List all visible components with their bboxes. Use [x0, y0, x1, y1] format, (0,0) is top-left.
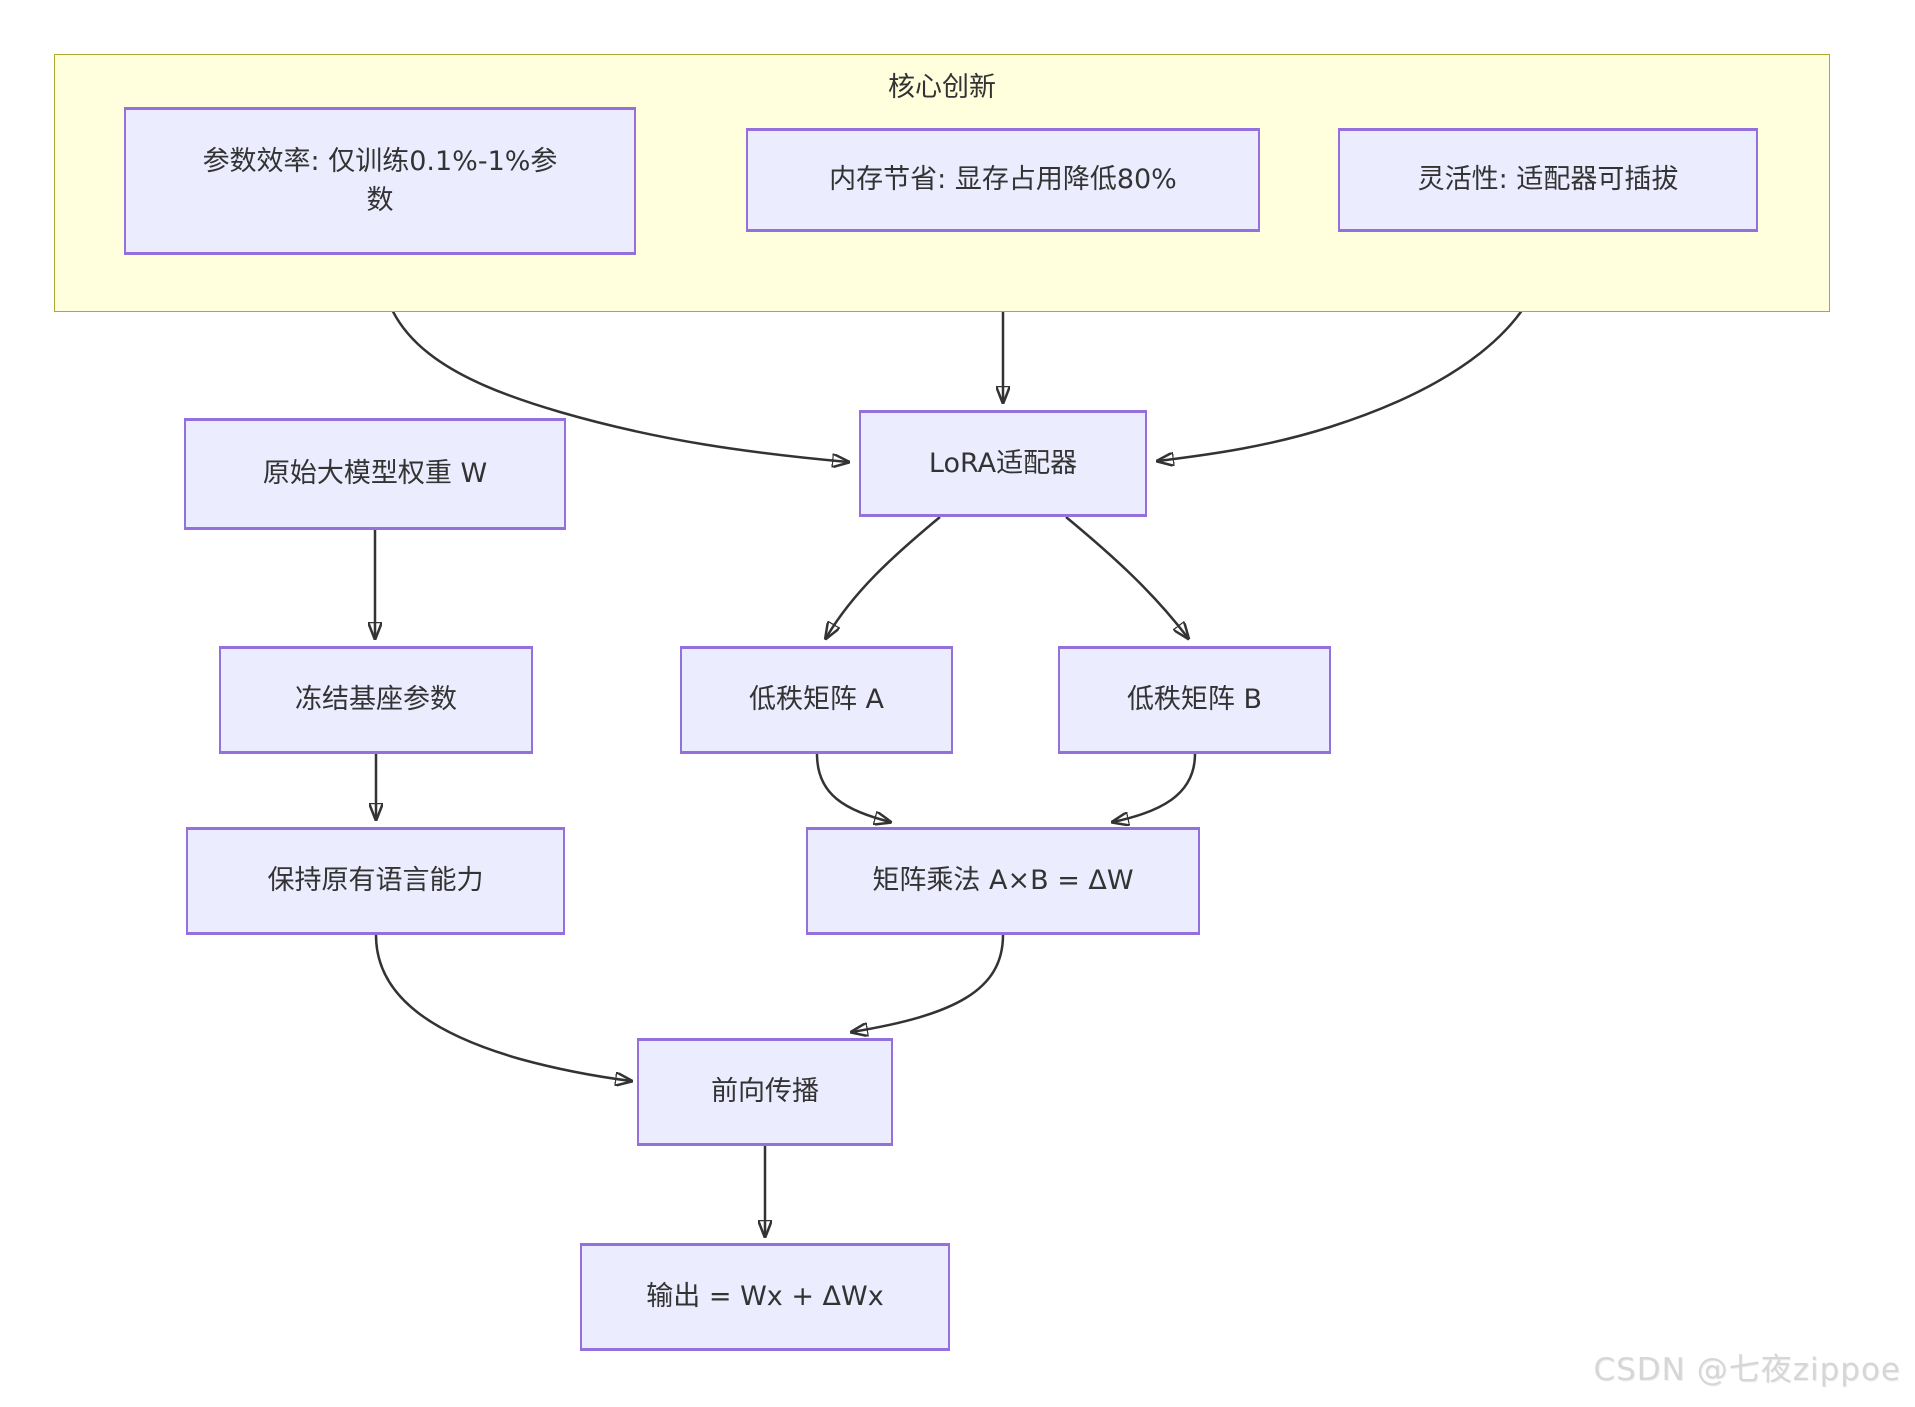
node-output: 输出 = Wx + ΔWx	[580, 1243, 950, 1351]
node-freeze-params-label: 冻结基座参数	[295, 684, 457, 716]
watermark: CSDN @七夜zippoe	[1593, 1352, 1901, 1388]
node-param-efficiency: 参数效率: 仅训练0.1%-1%参数	[124, 107, 636, 255]
node-param-efficiency-label: 参数效率: 仅训练0.1%-1%参数	[202, 145, 558, 216]
node-output-label: 输出 = Wx + ΔWx	[646, 1281, 884, 1313]
node-memory-saving: 内存节省: 显存占用降低80%	[746, 128, 1260, 232]
cluster-title: 核心创新	[888, 72, 996, 103]
edge-lora-to-a	[826, 516, 941, 638]
node-low-rank-a-label: 低秩矩阵 A	[748, 684, 885, 716]
edge-lora-to-b	[1065, 516, 1188, 638]
node-matrix-multiply: 矩阵乘法 A×B = ΔW	[806, 827, 1200, 935]
edge-b-to-mult	[1113, 753, 1197, 822]
edge-keep-to-forward	[374, 934, 631, 1081]
node-lora-adapter: LoRA适配器	[859, 410, 1147, 517]
node-freeze-params: 冻结基座参数	[219, 646, 533, 754]
node-flexibility: 灵活性: 适配器可插拔	[1338, 128, 1758, 232]
node-matrix-multiply-label: 矩阵乘法 A×B = ΔW	[872, 865, 1134, 897]
node-low-rank-a: 低秩矩阵 A	[680, 646, 953, 754]
edge-mult-to-forward	[852, 934, 1005, 1032]
node-memory-saving-label: 内存节省: 显存占用降低80%	[829, 164, 1177, 196]
node-forward-pass-label: 前向传播	[711, 1076, 819, 1108]
node-original-weights: 原始大模型权重 W	[184, 418, 566, 530]
node-flexibility-label: 灵活性: 适配器可插拔	[1417, 164, 1679, 196]
edge-a-to-mult	[815, 753, 890, 822]
node-original-weights-label: 原始大模型权重 W	[262, 458, 488, 490]
node-low-rank-b-label: 低秩矩阵 B	[1126, 684, 1263, 716]
node-forward-pass: 前向传播	[637, 1038, 893, 1146]
node-lora-adapter-label: LoRA适配器	[928, 447, 1078, 479]
node-keep-ability-label: 保持原有语言能力	[267, 865, 484, 897]
node-low-rank-b: 低秩矩阵 B	[1058, 646, 1331, 754]
node-keep-ability: 保持原有语言能力	[186, 827, 565, 935]
